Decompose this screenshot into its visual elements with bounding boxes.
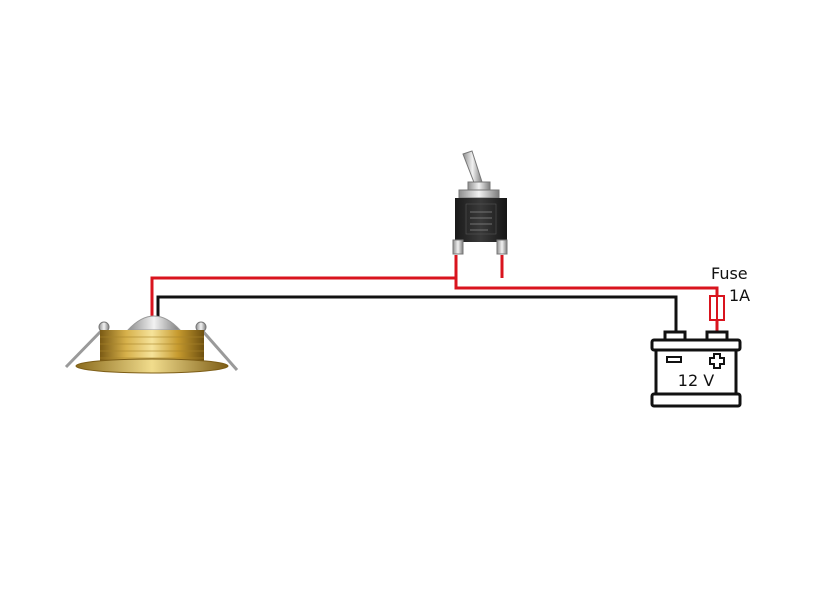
plus-icon (709, 353, 725, 369)
fuse-title: Fuse (711, 264, 748, 283)
battery: 12 V (650, 330, 742, 408)
toggle-body (455, 198, 507, 242)
negative-wire (156, 295, 678, 332)
fuse: Fuse 1A (709, 264, 750, 321)
battery-base (650, 392, 742, 408)
toggle-lever (462, 150, 483, 186)
fuse-rating: 1A (729, 286, 750, 305)
mounting-clip-left (64, 326, 106, 369)
positive-wire-light-to-switch (150, 255, 458, 326)
toggle-bushing (458, 189, 500, 199)
battery-voltage: 12 V (678, 371, 714, 390)
mounting-clip-right (198, 327, 239, 371)
toggle-switch (452, 150, 508, 255)
positive-wire-switch-return (454, 270, 719, 296)
lamp-dome (126, 315, 182, 331)
recessed-light (64, 315, 239, 374)
minus-icon (666, 356, 682, 363)
lamp-rim (75, 358, 229, 374)
toggle-terminal-left (452, 239, 464, 255)
toggle-terminal-right (496, 239, 508, 255)
